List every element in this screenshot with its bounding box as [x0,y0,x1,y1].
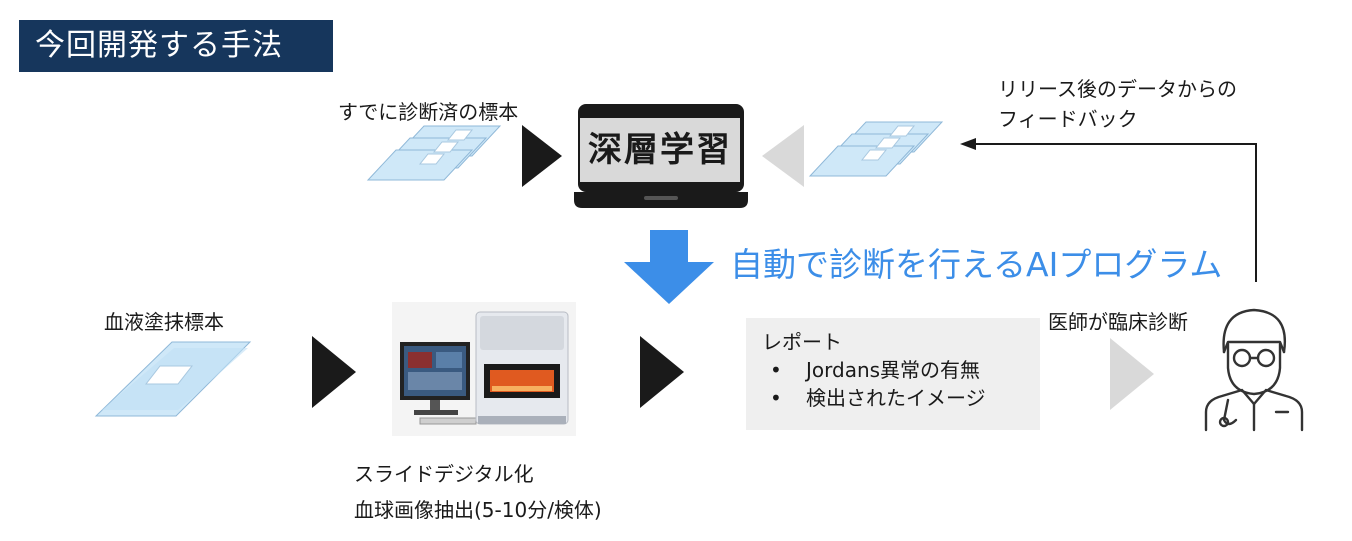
ai-program-label: 自動で診断を行えるAIプログラム [730,245,1223,284]
feedback-label: リリース後のデータからの フィードバック [998,74,1237,134]
doctor-diagnosis-label: 医師が臨床診断 [1048,310,1188,334]
feedback-input-arrow [762,125,804,187]
report-item: Jordans異常の有無 [762,356,1024,384]
arrow-to-doctor [1110,338,1154,410]
slide-scanner-icon [392,302,576,436]
ai-output-arrow [624,230,714,304]
feedback-label-line2: フィードバック [998,107,1138,131]
diagnosed-specimen-label: すでに診断済の標本 [338,100,519,124]
arrow-to-scanner [312,336,356,408]
report-box: レポート Jordans異常の有無 検出されたイメージ [746,318,1040,430]
deep-learning-label: 深層学習 [580,118,740,182]
feedback-loop-arrow [960,138,1257,282]
page-title: 今回開発する手法 [19,20,333,72]
blood-smear-slide-icon [94,341,252,417]
report-item: 検出されたイメージ [762,384,1024,412]
feedback-label-line1: リリース後のデータからの [998,77,1237,101]
report-item-list: Jordans異常の有無 検出されたイメージ [762,356,1024,412]
digitize-label-line1: スライドデジタル化 [354,462,534,486]
arrow-to-deep-learning [522,125,562,187]
feedback-slide-stack-icon [808,121,944,177]
arrow-to-report [640,336,684,408]
blood-smear-label: 血液塗抹標本 [104,310,224,334]
digitize-label-line2: 血球画像抽出(5-10分/検体) [354,498,602,522]
doctor-icon [1204,308,1304,432]
slide-stack-icon [366,125,502,181]
report-title: レポート [762,330,842,354]
